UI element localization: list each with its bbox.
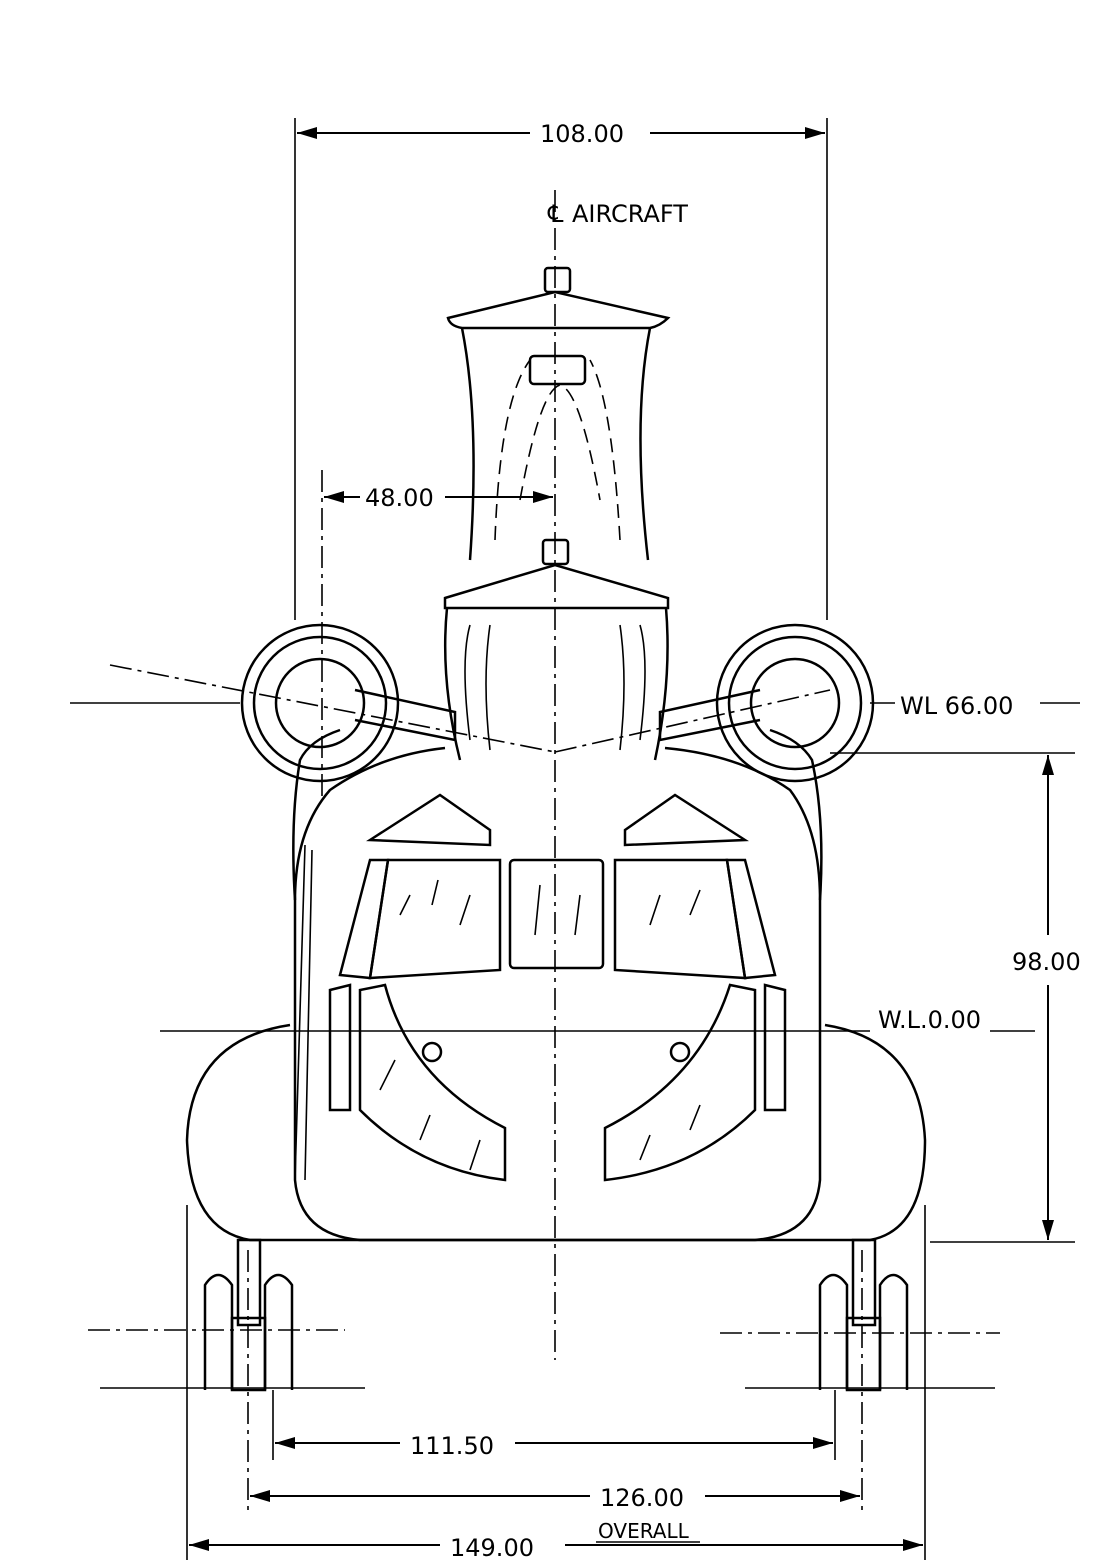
centerline-label: AIRCRAFT bbox=[572, 200, 688, 228]
waterline-0: W.L.0.00 bbox=[160, 1006, 1035, 1034]
forward-pylon bbox=[443, 538, 670, 761]
aircraft-centerline: ℄ AIRCRAFT bbox=[547, 190, 688, 1360]
left-landing-gear bbox=[88, 1238, 365, 1392]
overall-label: OVERALL bbox=[598, 1519, 690, 1543]
right-engine bbox=[658, 623, 875, 783]
dim-126-label: 126.00 bbox=[600, 1484, 684, 1512]
dim-126: 126.00 bbox=[247, 1250, 863, 1512]
dim-48-label: 48.00 bbox=[365, 484, 434, 512]
dim-149: 149.00 OVERALL bbox=[186, 1205, 926, 1562]
dim-108-label: 108.00 bbox=[540, 120, 624, 148]
wl66-label: WL 66.00 bbox=[900, 692, 1013, 720]
dim-149-label: 149.00 bbox=[450, 1534, 534, 1562]
dim-111-50-label: 111.50 bbox=[410, 1432, 494, 1460]
dim-98-label: 98.00 bbox=[1012, 948, 1081, 976]
right-landing-gear bbox=[720, 1238, 1000, 1392]
dim-111-50: 111.50 bbox=[272, 1390, 836, 1460]
wl0-label: W.L.0.00 bbox=[878, 1006, 981, 1034]
centerline-symbol: ℄ bbox=[547, 200, 564, 228]
aft-pylon bbox=[446, 266, 671, 561]
dim-108: 108.00 bbox=[294, 118, 828, 620]
left-engine bbox=[240, 623, 457, 783]
dim-98: 98.00 bbox=[830, 752, 1081, 1243]
waterline-66: WL 66.00 bbox=[70, 692, 1080, 720]
dim-48: 48.00 bbox=[321, 470, 553, 800]
fuselage bbox=[185, 728, 927, 1242]
